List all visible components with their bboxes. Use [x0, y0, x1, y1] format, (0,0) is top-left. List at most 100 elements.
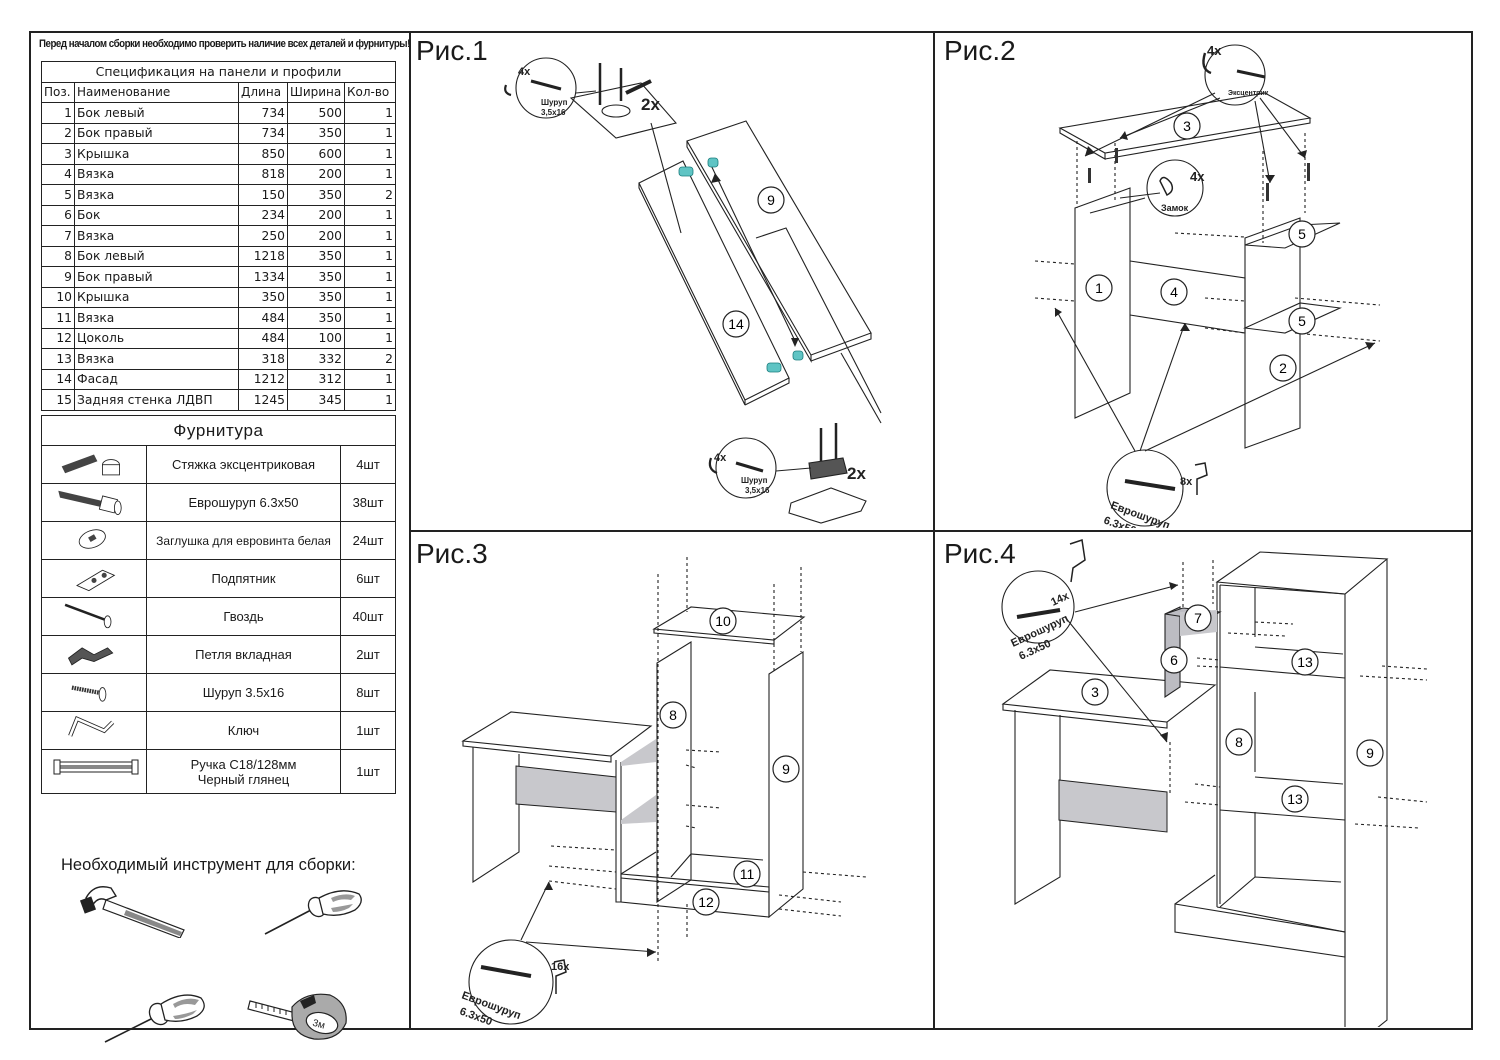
row-width: 100 — [287, 327, 345, 349]
hinge-markers — [678, 157, 804, 373]
hardware-title: Фурнитура — [41, 415, 396, 446]
fig1-callout-part-top: Шуруп — [541, 98, 568, 107]
row-width: 312 — [287, 368, 345, 390]
row-name: Бок левый — [74, 102, 239, 124]
fig1-callout-size-bottom: 3,5х16 — [745, 486, 770, 495]
part-9: 9 — [782, 761, 790, 777]
figure-4-label: Рис.4 — [944, 538, 1016, 569]
fig3-euroscrew-count: 16x — [551, 961, 570, 973]
row-qty: 2 — [344, 184, 396, 206]
nail-icon — [41, 597, 147, 636]
part-3: 3 — [1091, 684, 1099, 700]
row-pos: 8 — [41, 245, 75, 267]
row-length: 1334 — [238, 266, 288, 288]
hex-key-icon — [41, 711, 147, 750]
row-length: 150 — [238, 184, 288, 206]
row-name: Задняя стенка ЛДВП — [74, 389, 239, 411]
part-7: 7 — [1194, 610, 1202, 626]
part-2: 2 — [1279, 360, 1287, 376]
row-length: 818 — [238, 163, 288, 185]
row-qty: 1 — [344, 245, 396, 267]
tape-measure-icon: 3м — [247, 993, 347, 1040]
part-13-bottom: 13 — [1287, 791, 1303, 807]
figure-4-diagram: 14x Еврошуруп 6.3х50 3 7 6 13 8 9 13 — [1001, 539, 1428, 1027]
fig2-eccentric-label: Эксцентрик — [1228, 90, 1269, 97]
part-10: 10 — [715, 613, 731, 629]
figure-2-label: Рис.2 — [944, 35, 1016, 66]
fig1-part-labels: 9 14 — [722, 186, 785, 338]
row-length: 850 — [238, 143, 288, 165]
screwdriver-flat-icon — [264, 890, 362, 935]
row-qty: 1 — [344, 368, 396, 390]
row-qty: 1 — [344, 327, 396, 349]
hardware-name: Стяжка эксцентриковая — [146, 445, 341, 484]
hardware-name: Еврошуруп 6.3х50 — [146, 483, 341, 522]
row-pos: 1 — [41, 102, 75, 124]
handle-icon — [41, 749, 147, 794]
row-qty: 1 — [344, 143, 396, 165]
fig4-part-labels: 3 7 6 13 8 9 13 — [1081, 604, 1384, 813]
row-name: Бок правый — [74, 266, 239, 288]
fig2-lock-label: Замок — [1161, 203, 1189, 213]
row-pos: 3 — [41, 143, 75, 165]
screw-callout-circle — [515, 57, 577, 119]
figure-3-diagram: 16x Еврошуруп 6.3х50 10 8 9 11 12 — [458, 557, 867, 1027]
row-width: 200 — [287, 163, 345, 185]
hardware-qty: 40шт — [340, 597, 396, 636]
fig1-callout-count-top: 4x — [518, 66, 531, 78]
row-length: 1212 — [238, 368, 288, 390]
euroscrew-icon — [41, 483, 147, 522]
row-pos: 9 — [41, 266, 75, 288]
tape-measure-label: 3м — [311, 1018, 326, 1032]
col-pos: Поз. — [41, 81, 75, 103]
row-width: 350 — [287, 307, 345, 329]
row-width: 600 — [287, 143, 345, 165]
hardware-name: Ручка С18/128мм Черный глянец — [146, 749, 341, 794]
fig1-callout-part-bottom: Шуруп — [741, 476, 768, 485]
hardware-qty: 6шт — [340, 559, 396, 598]
hardware-qty: 38шт — [340, 483, 396, 522]
row-width: 350 — [287, 122, 345, 144]
hardware-name: Подпятник — [146, 559, 341, 598]
wood-screw-icon — [41, 673, 147, 712]
hardware-qty: 1шт — [340, 711, 396, 750]
hardware-name: Заглушка для евровинта белая — [146, 521, 341, 560]
part-8: 8 — [669, 707, 677, 723]
assembly-warning: Перед началом сборки необходимо проверит… — [39, 38, 410, 50]
hardware-name: Шуруп 3.5х16 — [146, 673, 341, 712]
part-5-top: 5 — [1298, 226, 1306, 242]
fig1-callout-size-top: 3,5х16 — [541, 108, 566, 117]
row-width: 350 — [287, 286, 345, 308]
specification-panel: Перед началом сборки необходимо проверит… — [29, 31, 411, 1043]
figure-1-label: Рис.1 — [416, 35, 488, 66]
part-6: 6 — [1170, 652, 1178, 668]
row-pos: 10 — [41, 286, 75, 308]
row-pos: 6 — [41, 204, 75, 226]
hardware-name: Гвоздь — [146, 597, 341, 636]
fig1-multiplier-bottom: 2x — [847, 464, 866, 483]
row-qty: 1 — [344, 204, 396, 226]
row-name: Бок правый — [74, 122, 239, 144]
tools-title: Необходимый инструмент для сборки: — [61, 856, 356, 874]
row-length: 318 — [238, 348, 288, 370]
fig2-part-labels: 3 5 1 4 5 2 — [1085, 112, 1316, 382]
row-length: 350 — [238, 286, 288, 308]
hammer-icon — [79, 886, 185, 938]
row-name: Цоколь — [74, 327, 239, 349]
hardware-qty: 8шт — [340, 673, 396, 712]
part-13-top: 13 — [1297, 654, 1313, 670]
part-8: 8 — [1235, 734, 1243, 750]
figure-3-label: Рис.3 — [416, 538, 488, 569]
figure-2-diagram: 4x Эксцентрик 4x Замок 8x Еврошуруп 6.3х… — [1034, 43, 1381, 528]
